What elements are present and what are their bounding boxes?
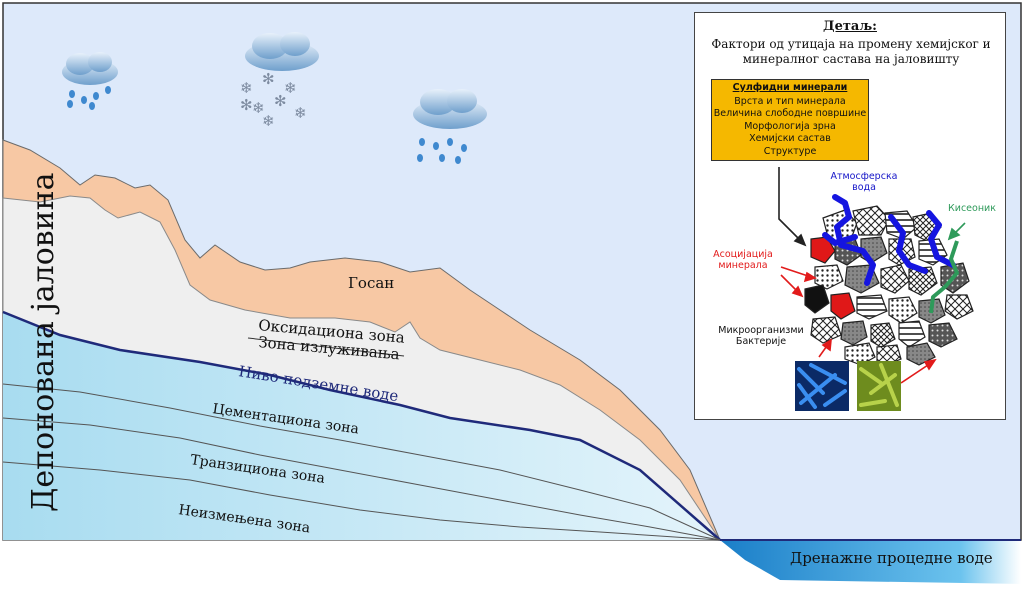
bacteria-image-green [857,361,901,411]
detail-subtitle-line-1: Фактори од утицаја на промену хемијског … [711,37,991,51]
detail-graphic [778,167,974,411]
sulfide-item: Величина слободне површине [713,108,867,119]
svg-text:❄: ❄ [294,104,307,122]
svg-text:✻: ✻ [274,92,287,110]
svg-text:❄: ❄ [262,112,275,130]
sulfide-header: Сулфидни минерали [732,82,848,93]
leaching-divider [247,337,405,357]
detail-title: Детаљ: [823,19,877,34]
detail-panel: Детаљ: Фактори од утицаја на промену хем… [694,12,1006,420]
detail-subtitle-line-2: минералног састава на јаловишту [742,52,960,66]
sulfide-item: Хемијски састав [749,133,831,144]
water-flow-paths [822,194,956,286]
svg-text:❄: ❄ [240,79,253,97]
sulfide-item: Структуре [763,145,817,157]
zone-line-1 [2,383,721,541]
detail-subtitle: Фактори од утицаја на промену хемијског … [701,37,1001,67]
zone-line-2 [2,417,721,541]
snow-cloud-icon: ❄✻❄ ❄✻❄ ✻❄ [240,32,319,130]
svg-text:✻: ✻ [262,70,275,88]
svg-text:❄: ❄ [284,79,297,97]
svg-text:❄: ❄ [252,99,265,117]
sulfide-minerals-box: Сулфидни минерали Врста и тип минерала В… [711,79,869,161]
zone-line-3 [2,461,721,541]
svg-text:✻: ✻ [240,96,253,114]
deposited-tailings-label: Депонована јаловина [26,172,61,512]
sulfide-item: Врста и тип минерала [734,95,846,107]
sulfide-item: Морфологија зрна [744,120,836,132]
detail-arrows [778,167,966,384]
drainage-water [720,540,1021,584]
groundwater-area [3,312,720,540]
rain-cloud-icon [413,89,487,164]
oxygen-flow-path [929,240,959,314]
bacteria-image-blue [795,361,849,411]
gossan-label: Госан [348,274,394,292]
rain-cloud-icon [62,52,118,110]
water-table-line [2,310,721,541]
drainage-label: Дренажне процедне воде [790,549,993,567]
oxygen-label: Кисеоник [948,203,996,214]
